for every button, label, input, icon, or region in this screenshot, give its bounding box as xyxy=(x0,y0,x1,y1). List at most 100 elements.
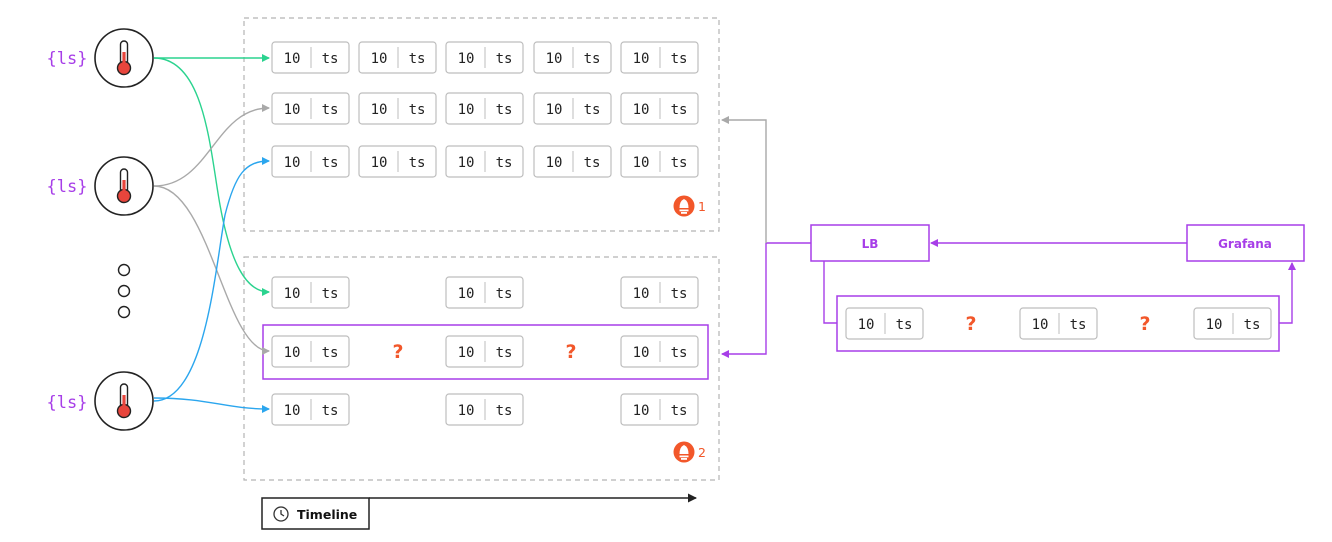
sensor-2: {ls} xyxy=(47,156,154,216)
sample-timestamp: ts xyxy=(496,403,513,419)
timeline: Timeline xyxy=(261,493,697,530)
sample-timestamp: ts xyxy=(671,102,688,118)
sample-timestamp: ts xyxy=(671,286,688,302)
sample-timestamp: ts xyxy=(1070,317,1087,333)
prom2-row1-sample-3: 10 ts xyxy=(620,276,699,309)
lb-to-prometheus-2-arrow xyxy=(721,243,767,358)
sample-value: 10 xyxy=(546,155,563,171)
sensor-3-to-prom1-row3-arrow xyxy=(153,157,270,402)
timeline-label: Timeline xyxy=(297,507,357,522)
lb-to-result-row-line xyxy=(823,261,837,324)
prom2-row2-sample-3: 10 ts xyxy=(620,335,699,368)
sample-timestamp: ts xyxy=(496,155,513,171)
sample-timestamp: ts xyxy=(496,51,513,67)
sample-value: 10 xyxy=(284,403,301,419)
sample-timestamp: ts xyxy=(496,286,513,302)
grafana-label: Grafana xyxy=(1218,237,1272,251)
sample-timestamp: ts xyxy=(322,51,339,67)
sensor-2-to-prom1-row2-arrow xyxy=(153,104,270,187)
prom2-missing-sample-1: ? xyxy=(392,341,403,363)
sample-value: 10 xyxy=(633,403,650,419)
sample-timestamp: ts xyxy=(671,403,688,419)
sample-value: 10 xyxy=(284,51,301,67)
sample-timestamp: ts xyxy=(322,403,339,419)
prometheus-icon xyxy=(673,195,695,217)
sample-timestamp: ts xyxy=(671,345,688,361)
prom1-row2-sample-3: 10 ts xyxy=(445,92,524,125)
result-missing-sample-1: ? xyxy=(965,313,976,335)
sample-value: 10 xyxy=(633,155,650,171)
sample-value: 10 xyxy=(284,102,301,118)
sample-timestamp: ts xyxy=(496,102,513,118)
sample-timestamp: ts xyxy=(671,155,688,171)
sample-timestamp: ts xyxy=(896,317,913,333)
prometheus-2-badge: 2 xyxy=(673,441,706,463)
prom1-row2-sample-1: 10 ts xyxy=(271,92,350,125)
prom1-row3-sample-3: 10 ts xyxy=(445,145,524,178)
prom1-row3-sample-4: 10 ts xyxy=(533,145,612,178)
sample-value: 10 xyxy=(633,345,650,361)
sensor-2-label: {ls} xyxy=(47,177,88,197)
prometheus-2-container xyxy=(243,256,720,481)
sample-timestamp: ts xyxy=(322,102,339,118)
sample-timestamp: ts xyxy=(409,155,426,171)
sample-value: 10 xyxy=(458,102,475,118)
sample-value: 10 xyxy=(546,102,563,118)
sample-timestamp: ts xyxy=(409,102,426,118)
thermometer-icon xyxy=(116,383,132,419)
sample-timestamp: ts xyxy=(322,286,339,302)
sample-value: 10 xyxy=(458,155,475,171)
sample-value: 10 xyxy=(458,345,475,361)
prom2-row3-sample-3: 10 ts xyxy=(620,393,699,426)
thermometer-icon xyxy=(116,168,132,204)
prom2-missing-sample-2: ? xyxy=(565,341,576,363)
prometheus-1-container xyxy=(243,17,720,232)
prom2-row3-sample-1: 10 ts xyxy=(271,393,350,426)
sample-timestamp: ts xyxy=(584,155,601,171)
prom1-row2-sample-2: 10 ts xyxy=(358,92,437,125)
sensor-1-label: {ls} xyxy=(47,49,88,69)
prom1-row1-sample-2: 10 ts xyxy=(358,41,437,74)
sample-value: 10 xyxy=(284,155,301,171)
lb-to-prometheus-1-arrow xyxy=(721,116,767,243)
prometheus-icon xyxy=(673,441,695,463)
result-sample-1: 10 ts xyxy=(845,307,924,340)
sample-value: 10 xyxy=(1206,317,1223,333)
sample-value: 10 xyxy=(284,345,301,361)
clock-icon xyxy=(273,506,289,522)
sample-timestamp: ts xyxy=(496,345,513,361)
result-row-to-grafana-arrow xyxy=(1279,262,1296,324)
sample-value: 10 xyxy=(371,102,388,118)
more-sensors-ellipsis xyxy=(117,263,131,319)
sample-value: 10 xyxy=(458,286,475,302)
result-missing-sample-2: ? xyxy=(1139,313,1150,335)
sample-value: 10 xyxy=(371,51,388,67)
prometheus-index: 2 xyxy=(698,445,706,460)
prom2-row1-sample-2: 10 ts xyxy=(445,276,524,309)
sample-timestamp: ts xyxy=(409,51,426,67)
prom2-row2-sample-2: 10 ts xyxy=(445,335,524,368)
sensor-1: {ls} xyxy=(47,28,154,88)
prom1-row3-sample-5: 10 ts xyxy=(620,145,699,178)
sample-value: 10 xyxy=(633,102,650,118)
sensor-2-to-prom2-row2-arrow xyxy=(153,185,270,355)
prom1-row1-sample-1: 10 ts xyxy=(271,41,350,74)
sample-value: 10 xyxy=(858,317,875,333)
sample-timestamp: ts xyxy=(1244,317,1261,333)
prometheus-1-badge: 1 xyxy=(673,195,706,217)
lb-label: LB xyxy=(862,237,879,251)
sample-value: 10 xyxy=(633,286,650,302)
sample-value: 10 xyxy=(546,51,563,67)
result-sample-3: 10 ts xyxy=(1193,307,1272,340)
sample-value: 10 xyxy=(633,51,650,67)
